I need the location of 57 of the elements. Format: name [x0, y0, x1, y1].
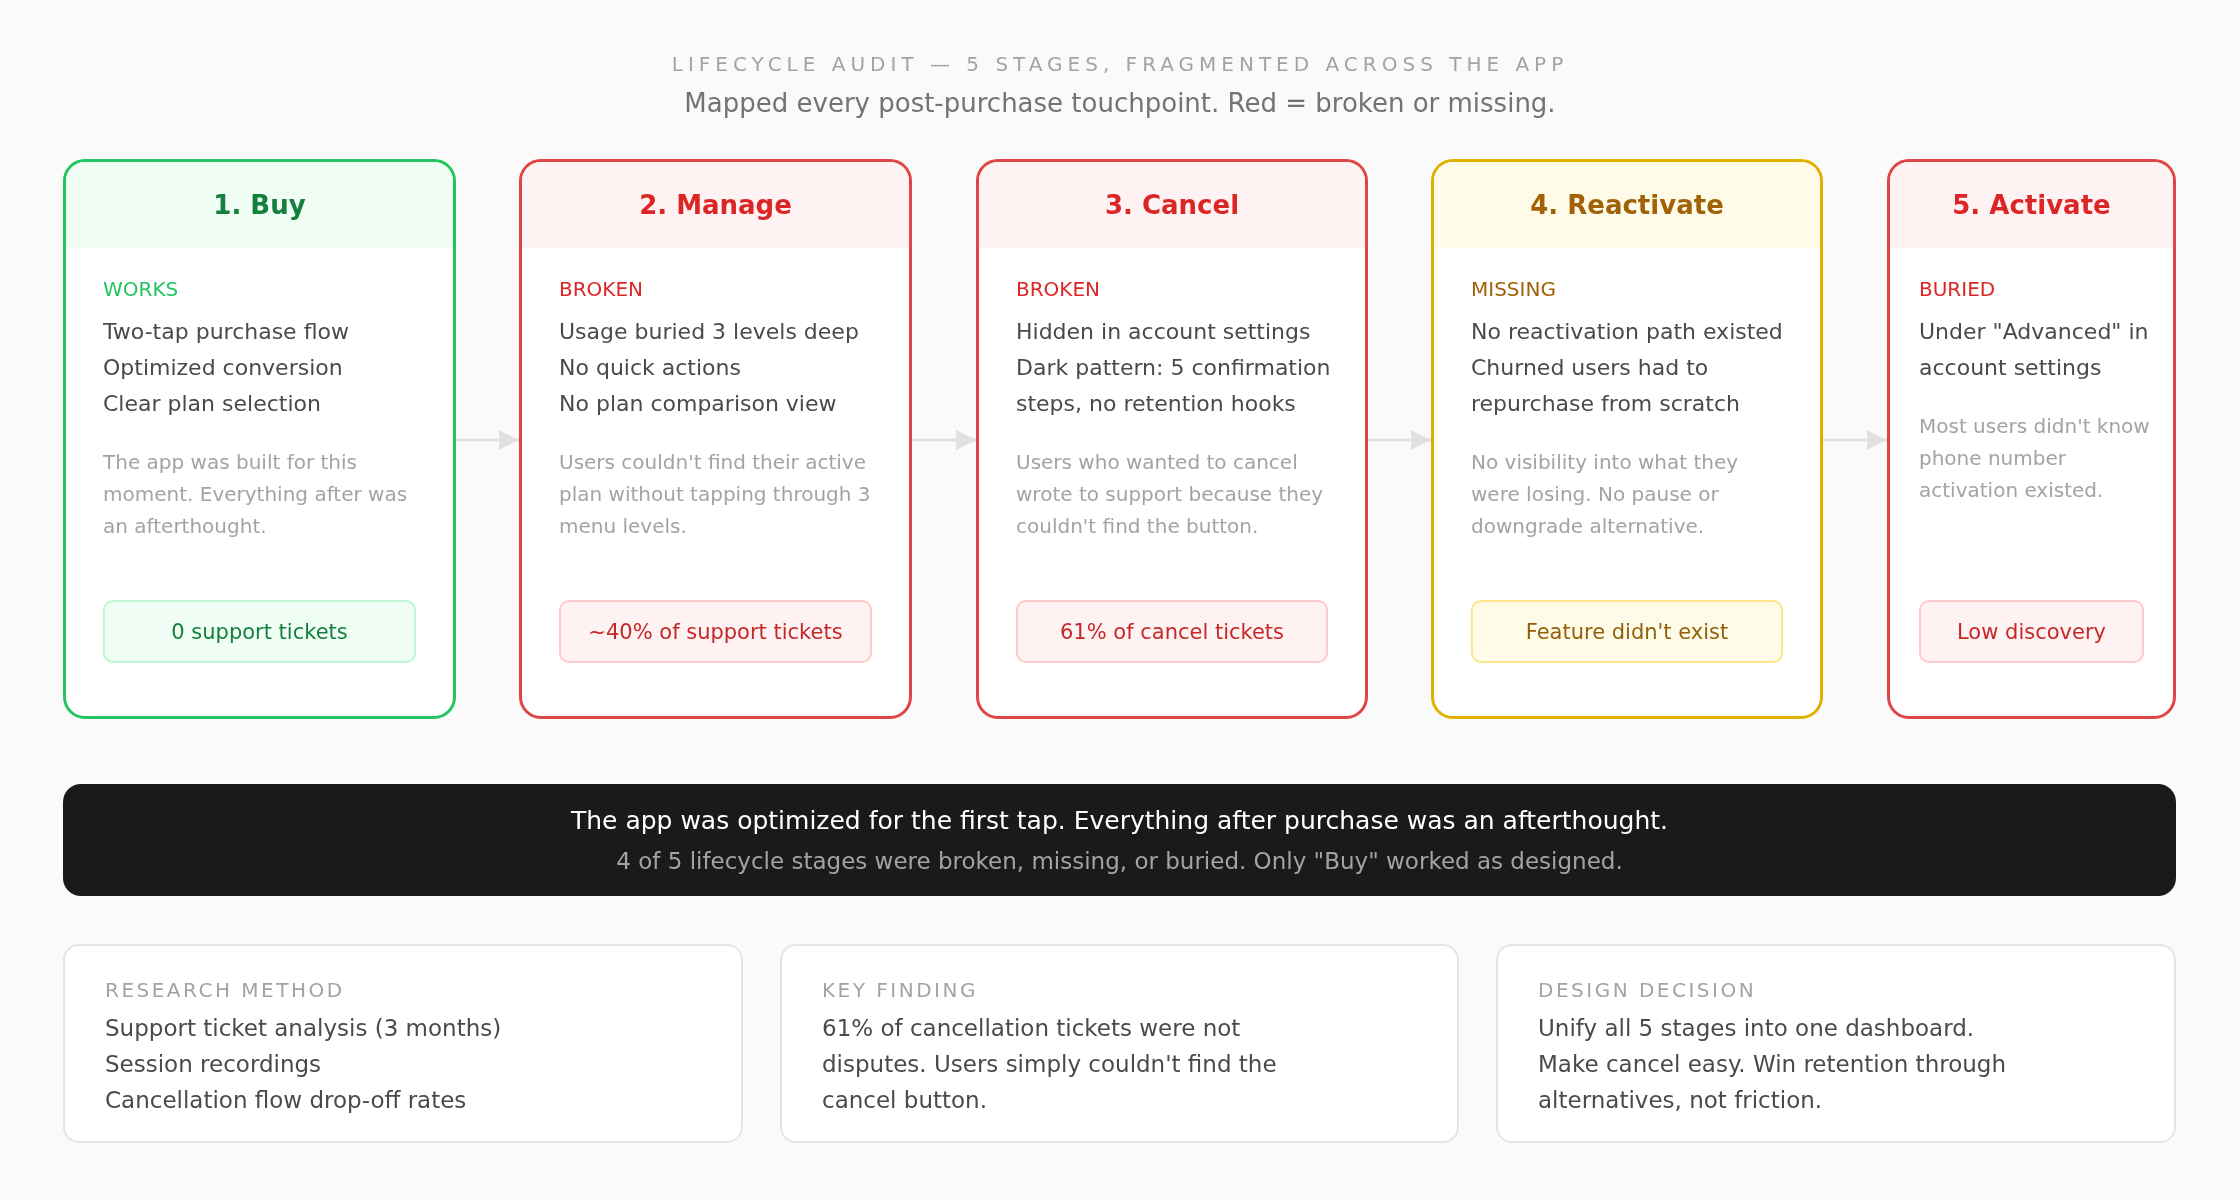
stage-note: Users who wanted to cancel wrote to support because they couldn't find the button.	[1016, 449, 1325, 540]
stage-card	[976, 159, 1368, 719]
info-card	[1496, 944, 2176, 1143]
info-card	[63, 944, 743, 1143]
card-text: Support ticket analysis (3 months)	[105, 1014, 503, 1043]
stage-card	[1887, 159, 2176, 719]
finding-text: Under "Advanced" in account settings	[1919, 318, 2149, 382]
arrow	[912, 430, 976, 450]
stage-title: 1. Buy	[213, 190, 306, 220]
finding-text: Clear plan selection	[103, 390, 322, 418]
status-label: BROKEN	[1016, 276, 1102, 302]
card-heading: DESIGN DECISION	[1538, 978, 1758, 1002]
status-label: BURIED	[1919, 276, 1997, 302]
stage-title: 3. Cancel	[1104, 190, 1240, 220]
stage-note: Most users didn't know phone number activation existed.	[1919, 413, 2151, 504]
metric-badge: 0 support tickets	[103, 600, 416, 663]
summary-headline: The app was optimized for the first tap. Everything after purchase was an afterthought.	[569, 806, 1669, 835]
finding-text: Dark pattern: 5 confirmation steps, no retention hooks	[1016, 354, 1332, 418]
card-text: Cancellation flow drop-off rates	[105, 1086, 468, 1115]
finding-text: No plan comparison view	[559, 390, 838, 418]
metric-badge: Feature didn't exist	[1471, 600, 1783, 663]
stage-note: The app was built for this moment. Everything after was an afterthought.	[103, 449, 409, 540]
arrow	[1368, 430, 1431, 450]
stage-title: 5. Activate	[1952, 190, 2111, 220]
card-text: Unify all 5 stages into one dashboard.	[1538, 1014, 1976, 1043]
stage-card	[1431, 159, 1823, 719]
stage-title: 4. Reactivate	[1530, 190, 1724, 220]
finding-text: Two-tap purchase flow	[103, 318, 350, 346]
stage-title: 2. Manage	[639, 190, 792, 220]
metric-badge: 61% of cancel tickets	[1016, 600, 1328, 663]
metric-badge: ~40% of support tickets	[559, 600, 872, 663]
card-text: Make cancel easy. Win retention through alternatives, not friction.	[1538, 1050, 2007, 1115]
finding-text: Hidden in account settings	[1016, 318, 1312, 346]
stage-card	[519, 159, 912, 719]
arrow	[456, 430, 519, 450]
stage-note: No visibility into what they were losing. No pause or downgrade alternative.	[1471, 449, 1740, 540]
card-text: 61% of cancellation tickets were not disputes. Users simply couldn't find the cancel button.	[822, 1014, 1278, 1115]
card-text: Session recordings	[105, 1050, 323, 1079]
finding-text: No quick actions	[559, 354, 742, 382]
status-label: WORKS	[103, 276, 180, 302]
summary-banner	[63, 784, 2176, 896]
subtitle: Mapped every post-purchase touchpoint. Red = broken or missing.	[683, 88, 1557, 118]
status-label: BROKEN	[559, 276, 645, 302]
finding-text: Optimized conversion	[103, 354, 344, 382]
arrow	[1823, 430, 1887, 450]
card-heading: KEY FINDING	[822, 978, 979, 1002]
finding-text: Churned users had to repurchase from scratch	[1471, 354, 1742, 418]
summary-detail: 4 of 5 lifecycle stages were broken, missing, or buried. Only "Buy" worked as designed.	[615, 848, 1624, 874]
status-label: MISSING	[1471, 276, 1557, 302]
diagram-title: LIFECYCLE AUDIT — 5 STAGES, FRAGMENTED ACROSS THE APP	[670, 52, 1570, 76]
finding-text: Usage buried 3 levels deep	[559, 318, 860, 346]
finding-text: No reactivation path existed	[1471, 318, 1784, 346]
card-heading: RESEARCH METHOD	[105, 978, 346, 1002]
stage-note: Users couldn't find their active plan without tapping through 3 menu levels.	[559, 449, 872, 540]
info-card	[780, 944, 1459, 1143]
metric-badge: Low discovery	[1919, 600, 2144, 663]
stage-card	[63, 159, 456, 719]
